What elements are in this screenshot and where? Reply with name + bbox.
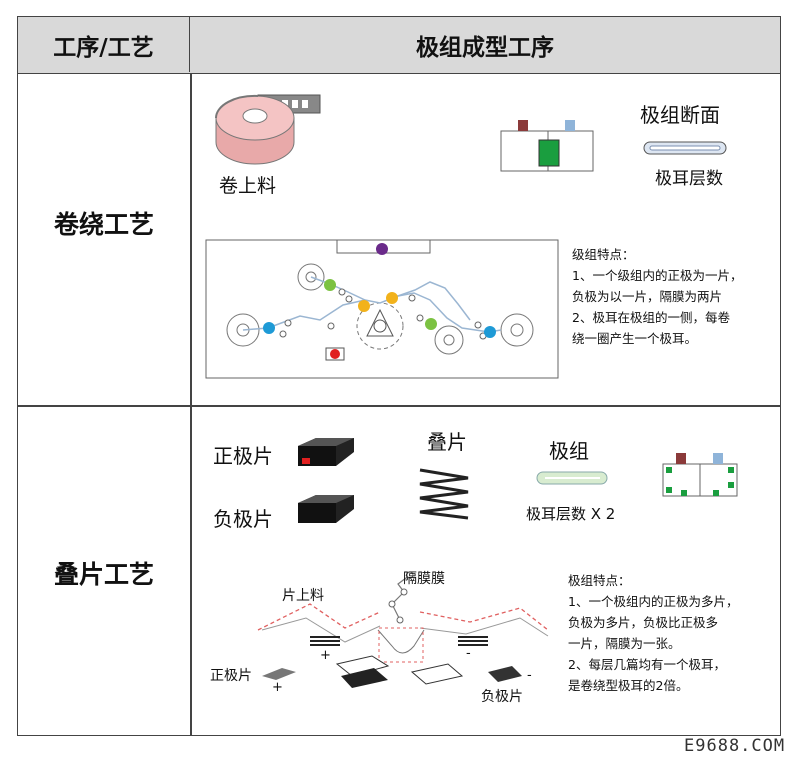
winding-note-line: 负极为以一片，隔膜为两片 (572, 289, 723, 304)
process-table: 工序/工艺 极组成型工序 卷绕工艺 叠片工艺 (17, 16, 781, 736)
anode-sheet-icon (298, 495, 354, 523)
tab-layers-label: 极耳层数 (655, 169, 723, 189)
anode-small-label: 负极片 (481, 689, 523, 705)
winding-notes: 级组特点： 1、一个级组内的正极为一片， 负极为以一片，隔膜为两片 2、极耳在极… (572, 244, 742, 349)
winding-note-line: 级组特点： (572, 247, 635, 262)
winding-row-label: 卷绕工艺 (53, 210, 154, 239)
cathode-small-label: 正极片 (210, 668, 252, 684)
stacking-note-line: 一片，隔膜为一张。 (568, 636, 681, 651)
stacking-tab-layers-label: 极耳层数 X 2 (526, 505, 616, 523)
zigzag-stack-icon (419, 468, 469, 520)
stacking-machine-icon (257, 571, 549, 688)
stacking-note-line: 1、一个极组内的正极为多片， (568, 594, 739, 609)
plus-sign: + (272, 680, 283, 695)
minus-sign: - (527, 668, 532, 683)
table-header: 工序/工艺 极组成型工序 (18, 17, 780, 74)
separator-label: 隔膜膜 (403, 571, 445, 587)
electrode-group-icon (500, 120, 594, 172)
header-process-column: 工序/工艺 (18, 17, 190, 72)
cathode-sheet-icon (298, 438, 354, 466)
watermark: E9688.COM (684, 736, 786, 756)
stacking-note-line: 负极为多片，负极比正极多 (568, 615, 719, 630)
stacking-note-line: 极组特点： (568, 573, 631, 588)
cross-section-icon (643, 141, 727, 155)
roll-feed-label: 卷上料 (219, 175, 277, 197)
material-roll-icon (214, 94, 321, 165)
row-divider (18, 405, 780, 407)
stacking-notes: 极组特点： 1、一个极组内的正极为多片， 负极为多片，负极比正极多 一片，隔膜为… (568, 570, 738, 696)
header-forming-column: 极组成型工序 (416, 34, 554, 61)
stacked-group-box-icon (662, 453, 738, 497)
winding-note-line: 2、极耳在极组的一侧，每卷 (572, 310, 730, 325)
stacking-label: 叠片 (427, 430, 467, 454)
anode-label: 负极片 (213, 507, 273, 531)
group-label: 极组 (549, 439, 589, 463)
stacking-note-line: 2、每层几篇均有一个极耳， (568, 657, 726, 672)
column-divider (190, 74, 192, 735)
sheet-feed-label: 片上料 (282, 588, 324, 604)
cross-section-title: 极组断面 (640, 103, 720, 127)
minus-sign: - (466, 646, 471, 661)
stacking-row-label: 叠片工艺 (53, 560, 154, 589)
winding-machine-icon (205, 239, 559, 379)
winding-note-line: 1、一个级组内的正极为一片， (572, 268, 743, 283)
plus-sign: + (320, 648, 331, 663)
stacking-note-line: 是卷绕型极耳的2倍。 (568, 678, 689, 693)
stacked-group-icon (536, 471, 608, 485)
cathode-label: 正极片 (213, 444, 273, 468)
winding-note-line: 绕一圈产生一个极耳。 (572, 331, 698, 346)
